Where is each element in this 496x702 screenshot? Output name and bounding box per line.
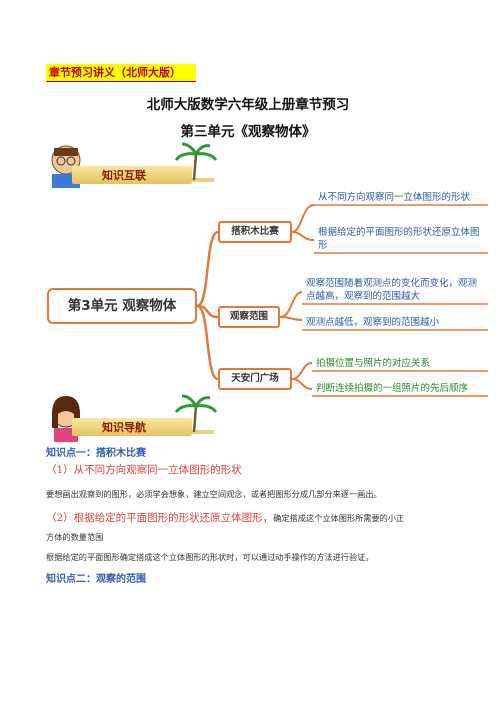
mind-map-center: 第3单元 观察物体 xyxy=(47,288,197,324)
chapter-tag: 章节预习讲义（北师大版） xyxy=(46,64,196,82)
leaf-observe-directions: 从不同方向观察同一立体图形的形状 xyxy=(318,192,471,203)
banner-bar xyxy=(72,418,192,436)
banner-title: 知识导航 xyxy=(102,421,146,434)
mind-map-connectors xyxy=(196,204,488,397)
knowledge-point-1-heading: 知识点一：搭积木比赛 xyxy=(46,448,146,459)
knowledge-point-1-text2: 根据给定的平面图形确定搭成这个立体图形的形状时，可以通过动手操作的方法进行验证。 xyxy=(46,552,374,562)
branch-building-blocks: 搭积木比赛 xyxy=(218,221,292,243)
knowledge-point-1-sub2-cont: 方体的数量范围 xyxy=(46,532,104,542)
knowledge-point-1-text1: 要想画出观察到的图形，必须学会想象，建立空间观念，或者把图形分成几部分来逐一画出… xyxy=(46,489,382,499)
page-subtitle: 第三单元《观察物体》 xyxy=(180,124,316,140)
knowledge-link-banner: 知识互联 xyxy=(44,140,224,192)
banner-title: 知识互联 xyxy=(102,169,146,182)
knowledge-nav-banner: 知识导航 xyxy=(44,392,224,444)
knowledge-point-2-heading: 知识点二：观察的范围 xyxy=(46,574,146,585)
leaf-photo-position: 拍摄位置与照片的对应关系 xyxy=(316,358,431,369)
knowledge-point-1-sub2-rest: 确定搭成这个立体图形所需要的小正 xyxy=(273,513,405,523)
leaf-range-higher: 观察范围随着观测点的变化而变化，观测点越高，观察到的范围越大 xyxy=(306,278,478,302)
leaf-range-lower: 观测点越低，观察到的范围越小 xyxy=(306,317,440,328)
knowledge-point-1-sub2-red: （2）根据给定的平面图形的形状还原立体图形， xyxy=(46,512,274,524)
branch-observation-range: 观察范围 xyxy=(218,306,280,328)
leaf-restore-solid: 根据给定的平面图形的形状还原立体图形 xyxy=(318,227,480,251)
banner-bar xyxy=(72,166,192,184)
leaf-photo-order: 判断连续拍摄的一组照片的先后顺序 xyxy=(316,383,469,394)
branch-tiananmen-square: 天安门广场 xyxy=(218,368,292,390)
knowledge-point-1-sub2: （2）根据给定的平面图形的形状还原立体图形，确定搭成这个立体图形所需要的小正 xyxy=(46,510,404,525)
page-title: 北师大版数学六年级上册章节预习 xyxy=(146,97,350,113)
knowledge-point-1-sub1: （1）从不同方向观察同一立体图形的形状 xyxy=(46,464,242,476)
banner-illustration xyxy=(51,142,218,188)
mind-map: 第3单元 观察物体 搭积木比赛 观察范围 天安门广场 从不同方向观察同一立体图形… xyxy=(40,180,490,400)
